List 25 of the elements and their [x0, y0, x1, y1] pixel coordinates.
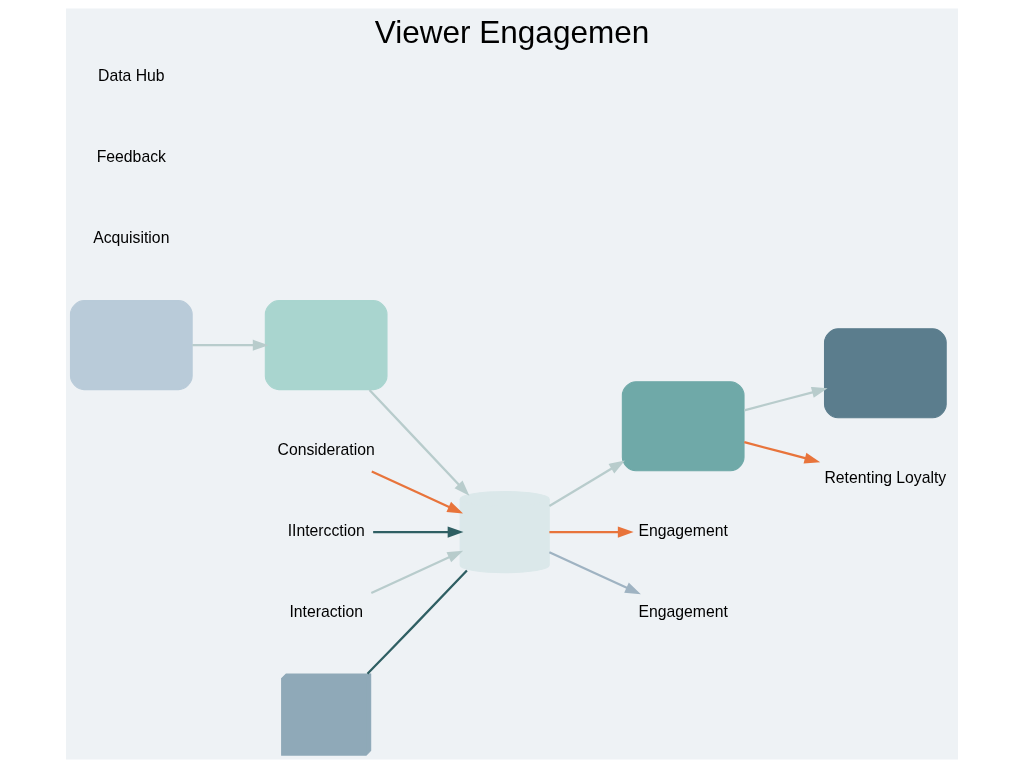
arrow — [192, 339, 269, 351]
node-box — [823, 328, 947, 419]
node-box — [621, 381, 745, 472]
node-text: Engagement — [638, 603, 728, 621]
label: Acquisition — [93, 229, 170, 247]
node-text: Interaction — [289, 603, 363, 621]
node-text: Retenting Loyalty — [824, 469, 947, 487]
arrow — [373, 526, 464, 538]
node-text: IIntercction — [287, 522, 365, 540]
diagram-title: Viewer Engagemen — [374, 13, 650, 50]
arrow — [744, 387, 828, 412]
node-text: Engagement — [638, 522, 728, 540]
arrow — [744, 441, 821, 464]
arrow — [549, 526, 634, 538]
arrow — [548, 551, 641, 595]
node-text: Consideration — [277, 441, 375, 459]
arrow — [548, 460, 625, 507]
node-box — [264, 300, 388, 391]
arrow — [368, 389, 470, 496]
label: Data Hub — [98, 67, 165, 85]
arrow — [371, 470, 464, 514]
connector — [366, 569, 468, 675]
label: Feedback — [96, 148, 166, 166]
node-box — [69, 300, 193, 391]
arrow — [370, 550, 464, 594]
